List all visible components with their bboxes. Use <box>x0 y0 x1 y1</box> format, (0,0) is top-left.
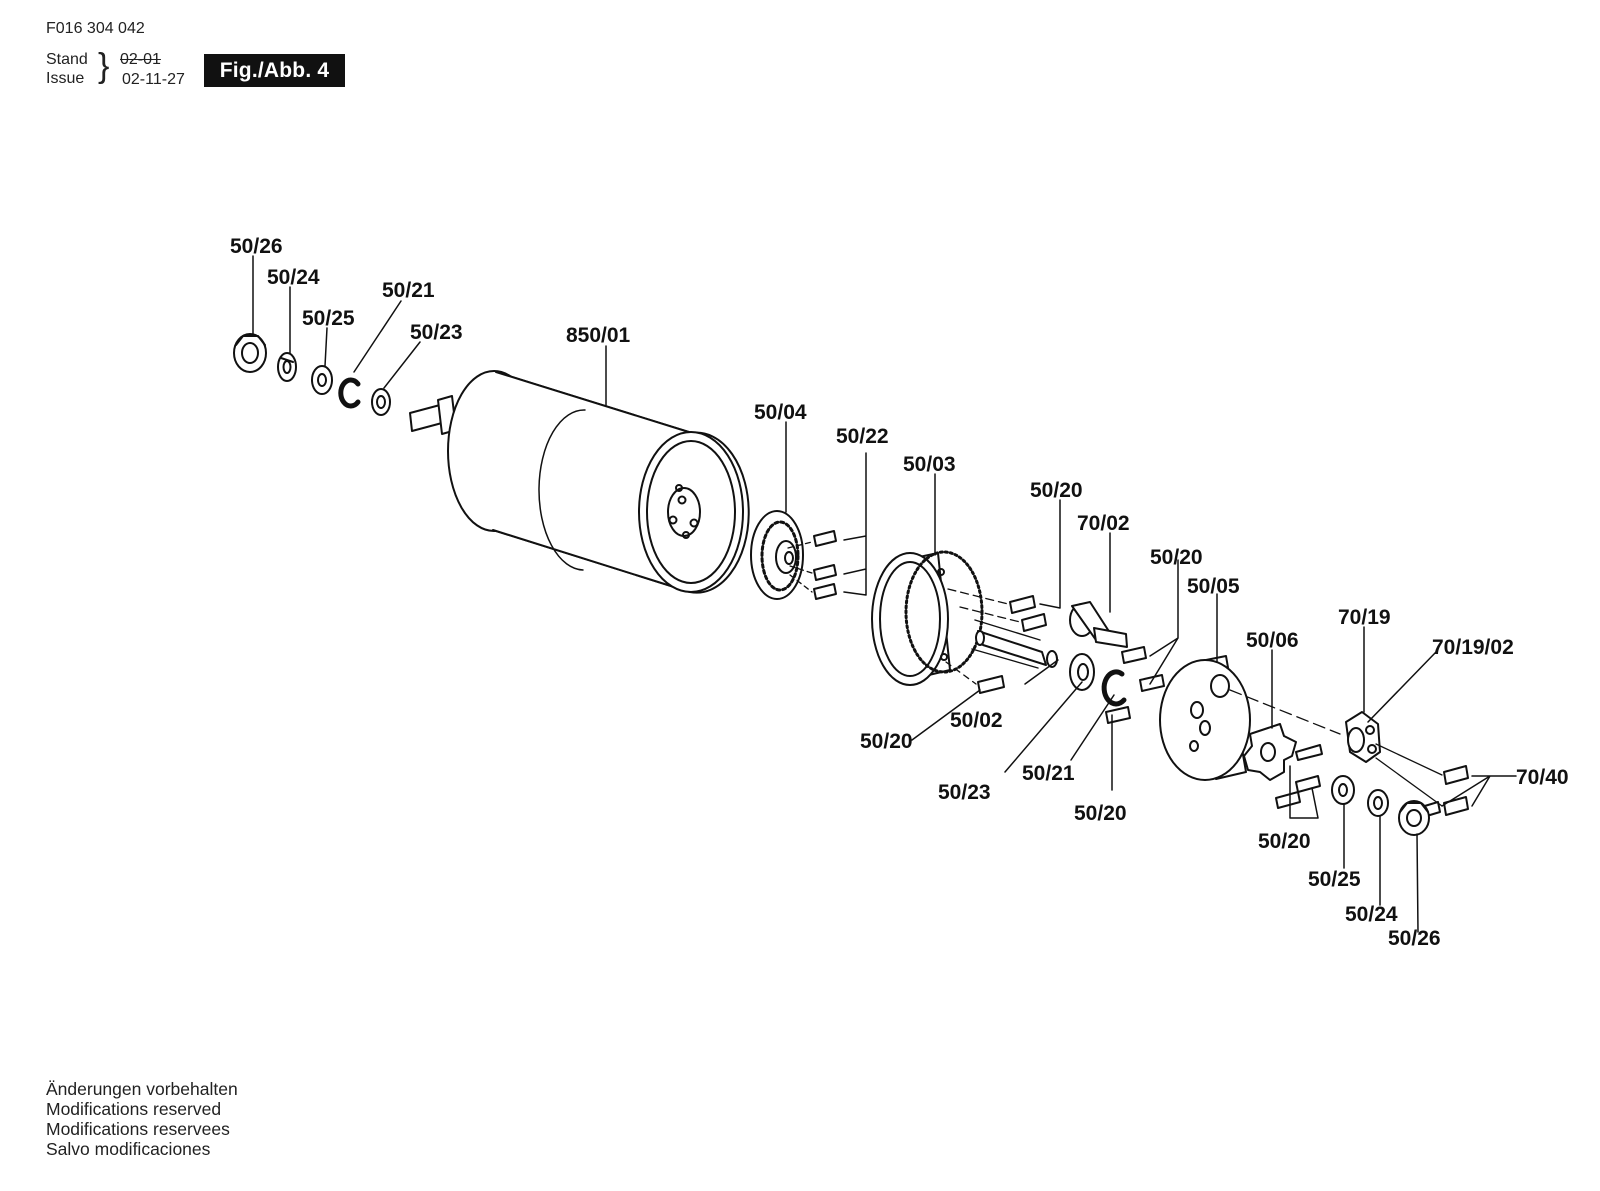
spacer-ring-left <box>371 388 391 416</box>
spider-coupling <box>1243 723 1323 809</box>
part-label: 50/20 <box>1030 479 1083 502</box>
part-label: 50/26 <box>1388 927 1441 950</box>
disclaimer-line: Modifications reservees <box>46 1119 230 1139</box>
part-label: 50/05 <box>1187 575 1240 598</box>
part-label: 50/26 <box>230 235 283 258</box>
disclaimer-line: Salvo modificaciones <box>46 1139 211 1159</box>
screws-50-22 <box>787 530 837 600</box>
washer-right <box>1331 775 1355 805</box>
screws-50-20-carrier <box>1105 646 1165 724</box>
part-label: 50/20 <box>1258 830 1311 853</box>
part-label: 70/19 <box>1338 606 1391 629</box>
superseded-date: 02-01 <box>120 51 161 68</box>
part-label: 50/25 <box>1308 868 1361 891</box>
part-label: 850/01 <box>566 324 631 347</box>
nut-part-left <box>233 333 267 373</box>
part-label: 50/20 <box>1150 546 1203 569</box>
part-label: 50/21 <box>1022 762 1075 785</box>
part-label: 50/24 <box>267 266 320 289</box>
motor-body <box>409 370 750 594</box>
part-label: 50/20 <box>860 730 913 753</box>
part-label: 70/40 <box>1516 766 1569 789</box>
ring-gear <box>871 550 984 686</box>
bracket <box>1345 711 1381 763</box>
part-label: 50/21 <box>382 279 435 302</box>
part-label: 50/25 <box>302 307 355 330</box>
part-label: 50/23 <box>938 781 991 804</box>
planet-shaft <box>971 619 1058 669</box>
part-label: 50/24 <box>1345 903 1398 926</box>
screw-50-20-lower <box>945 661 1005 694</box>
screws-50-20-upper <box>947 588 1047 632</box>
nut-part-right <box>1398 800 1430 836</box>
modifications-disclaimer: Änderungen vorbehalten Modifications res… <box>46 1079 238 1159</box>
stand-label: Stand <box>46 51 88 68</box>
retaining-ring-left <box>338 377 361 409</box>
part-labels: 50/26 50/24 50/21 50/25 50/23 850/01 50/… <box>230 235 1569 950</box>
part-label: 50/20 <box>1074 802 1127 825</box>
sun-gear <box>1069 601 1128 648</box>
issue-label: Issue <box>46 70 85 87</box>
part-label: 50/23 <box>410 321 463 344</box>
fan-bearing <box>750 510 804 600</box>
part-label: 70/02 <box>1077 512 1130 535</box>
part-label: 50/02 <box>950 709 1003 732</box>
part-label: 50/03 <box>903 453 956 476</box>
part-label: 50/06 <box>1246 629 1299 652</box>
disclaimer-line: Modifications reserved <box>46 1099 222 1119</box>
figure-badge: Fig./Abb. 4 <box>204 54 345 87</box>
carrier-disc <box>1159 655 1341 781</box>
washer-left <box>311 365 333 395</box>
issue-date: 02-11-27 <box>122 71 185 88</box>
document-number: F016 304 042 <box>46 20 145 37</box>
lock-washer-left <box>277 352 297 382</box>
part-label: 50/22 <box>836 425 889 448</box>
lock-washer-right <box>1367 789 1389 817</box>
brace-symbol: } <box>98 47 110 85</box>
disclaimer-line: Änderungen vorbehalten <box>46 1079 238 1099</box>
part-label: 70/19/02 <box>1432 636 1514 659</box>
leader-lines <box>252 255 1517 933</box>
screws-70-40 <box>1375 743 1469 819</box>
part-label: 50/04 <box>754 401 807 424</box>
retaining-ring-mid <box>1101 669 1127 707</box>
washer-mid <box>1069 653 1095 691</box>
